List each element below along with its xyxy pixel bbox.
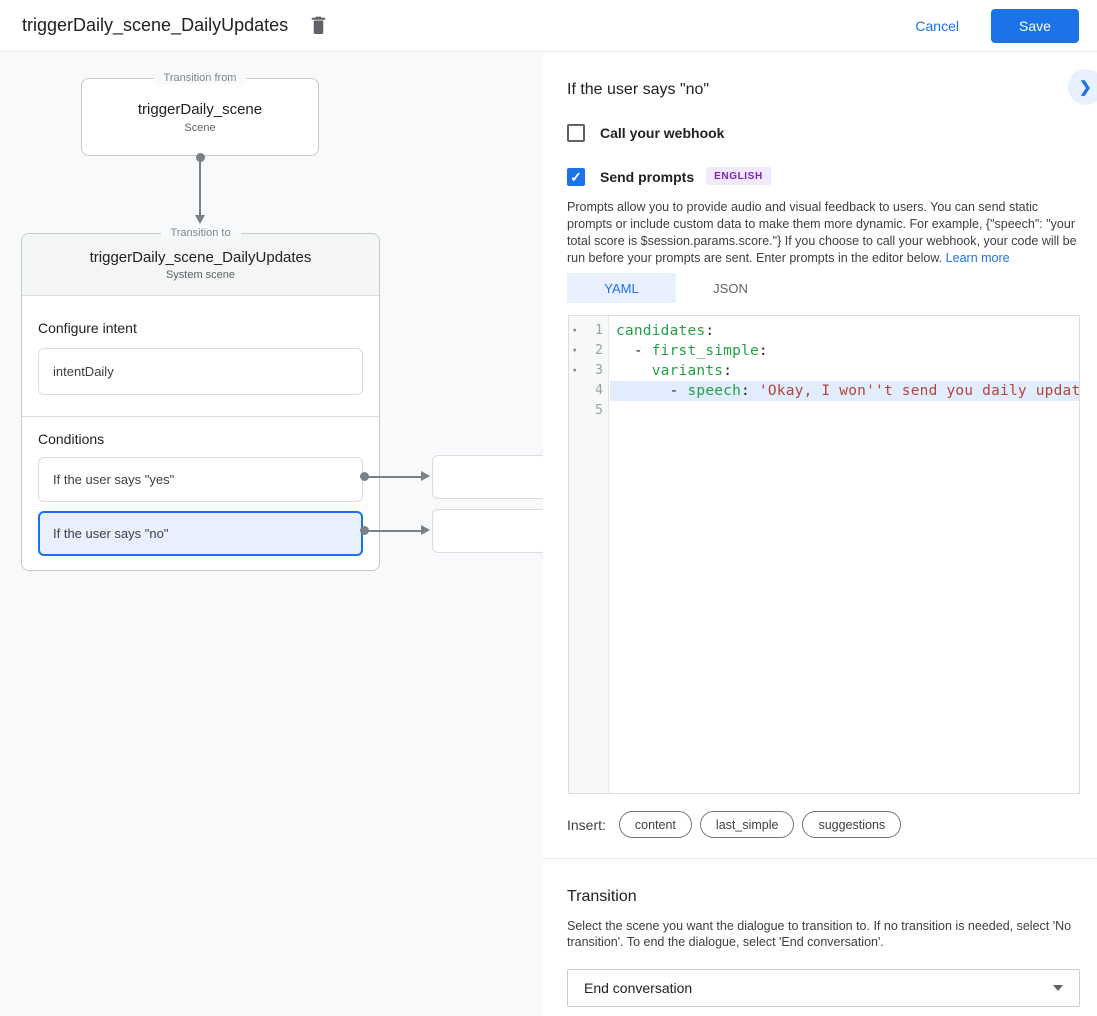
delete-scene-button[interactable] [304,12,332,40]
tab-json[interactable]: JSON [713,280,748,296]
send-prompts-label: Send prompts [600,169,695,185]
editor-gutter [569,316,609,793]
dropdown-caret-icon [1053,985,1063,991]
language-badge: ENGLISH [706,167,771,185]
panel-title: If the user says "no" [567,81,710,98]
trash-icon [309,14,328,38]
connector-line [364,530,421,532]
call-webhook-label: Call your webhook [600,125,725,141]
to-scene-name: triggerDaily_scene_DailyUpdates [89,248,312,266]
call-webhook-checkbox[interactable] [567,124,585,142]
send-prompts-checkbox[interactable]: ✓ [567,168,585,186]
condition-yes-card[interactable]: If the user says "yes" [38,457,363,502]
insert-suggestions-chip[interactable]: suggestions [802,811,902,838]
transition-description: Select the scene you want the dialogue t… [567,919,1072,949]
connector-arrowhead [195,215,205,224]
connector-arrowhead [421,471,430,481]
transition-to-node[interactable]: Transition to triggerDaily_scene_DailyUp… [21,227,380,571]
insert-content-chip[interactable]: content [618,811,692,838]
prompts-description: Prompts allow you to provide audio and v… [567,199,1080,267]
chevron-right-icon: ❯ [1079,79,1092,96]
editor-format-tabs: YAML JSON [567,273,1080,303]
transition-from-legend: Transition from [153,72,247,84]
connector-line [364,476,421,478]
fold-icon[interactable]: ▾ [572,346,578,356]
prompts-description-text: Prompts allow you to provide audio and v… [567,200,1077,265]
save-button[interactable]: Save [991,8,1079,43]
insert-label: Insert: [567,816,606,833]
insert-row: Insert: content last_simple suggestions [567,811,1080,838]
from-scene-type: Scene [184,121,216,134]
transition-dropdown[interactable]: End conversation [567,969,1080,1007]
transition-from-node[interactable]: Transition from triggerDaily_scene Scene [81,72,319,156]
connector-arrowhead [421,525,430,535]
transition-dropdown-value: End conversation [584,980,693,996]
code-line[interactable]: ▾1 candidates: [572,323,715,339]
detail-panel: If the user says "no" ❯ Call your webhoo… [543,52,1097,1016]
insert-last-simple-chip[interactable]: last_simple [699,811,795,838]
top-bar: triggerDaily_scene_DailyUpdates Cancel S… [0,0,1097,52]
learn-more-link[interactable]: Learn more [945,251,1010,265]
code-line[interactable]: 5 [595,403,603,418]
code-line[interactable]: ▾2 - first_simple: [572,343,768,359]
configure-intent-label: Configure intent [38,320,137,336]
transition-section-title: Transition [567,888,637,905]
intent-card[interactable]: intentDaily [38,348,363,395]
connector-line [199,158,201,215]
conditions-label: Conditions [38,431,105,447]
collapse-panel-button[interactable]: ❯ [1068,69,1097,105]
flow-canvas: Transition from triggerDaily_scene Scene… [0,52,543,1016]
connector-dot [196,153,205,162]
from-scene-name: triggerDaily_scene [137,100,263,118]
section-divider [22,416,379,417]
fold-icon[interactable]: ▾ [572,366,578,376]
condition-no-target-node[interactable] [432,509,543,553]
condition-no-card[interactable]: If the user says "no" [38,511,363,556]
to-scene-header: triggerDaily_scene_DailyUpdates System s… [22,234,379,296]
prompt-code-editor[interactable]: ▾1 candidates: ▾2 - first_simple: ▾3 var… [568,315,1080,794]
code-line[interactable]: ▾3 variants: [572,363,733,379]
cancel-button[interactable]: Cancel [915,17,959,34]
code-line-highlighted[interactable]: 4 - speech: 'Okay, I won''t send you dai… [595,381,1079,401]
condition-yes-target-node[interactable] [432,455,543,499]
page-title: triggerDaily_scene_DailyUpdates [22,15,289,35]
panel-divider [543,858,1097,859]
tab-yaml[interactable]: YAML [567,273,676,303]
fold-icon[interactable]: ▾ [572,326,578,336]
transition-to-legend: Transition to [160,227,241,239]
to-scene-type: System scene [165,268,236,281]
